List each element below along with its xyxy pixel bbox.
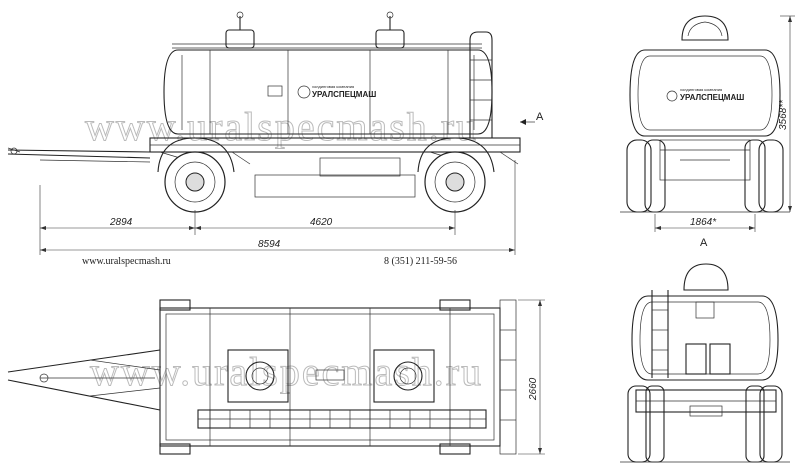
front-dimensions: 3568** 1864* A (654, 15, 795, 249)
watermark-side: www.uralspecmash.ru (85, 104, 478, 149)
watermark-top: www.uralspecmash.ru (90, 349, 483, 394)
view-label-front: A (700, 237, 708, 249)
brand-name-front: УРАЛСПЕЦМАШ (680, 93, 744, 102)
rear-view (620, 263, 790, 463)
brand-subtitle-side: холдинговая компания (312, 84, 354, 89)
side-dimensions: 2894 4620 8594 www.uralspecmash.ru 8 (35… (39, 160, 516, 267)
dim-track: 1864* (690, 217, 717, 228)
dim-wheelbase: 4620 (310, 217, 333, 228)
website-text: www.uralspecmash.ru (82, 256, 171, 267)
dim-total-length: 8594 (258, 239, 281, 250)
phone-text: 8 (351) 211-59-56 (384, 256, 457, 267)
side-view: холдинговая компания УРАЛСПЕЦМАШ A (7, 11, 544, 213)
brand-subtitle-front: холдинговая компания (680, 87, 722, 92)
brand-name-side: УРАЛСПЕЦМАШ (312, 90, 376, 99)
view-label-side: A (536, 111, 544, 123)
dim-height: 3568** (778, 99, 789, 130)
front-view: холдинговая компания УРАЛСПЕЦМАШ (620, 15, 790, 213)
dim-width: 2660 (528, 377, 539, 401)
top-view (7, 299, 517, 455)
dim-overhang: 2894 (109, 217, 133, 228)
top-dimensions: 2660 (518, 299, 545, 455)
